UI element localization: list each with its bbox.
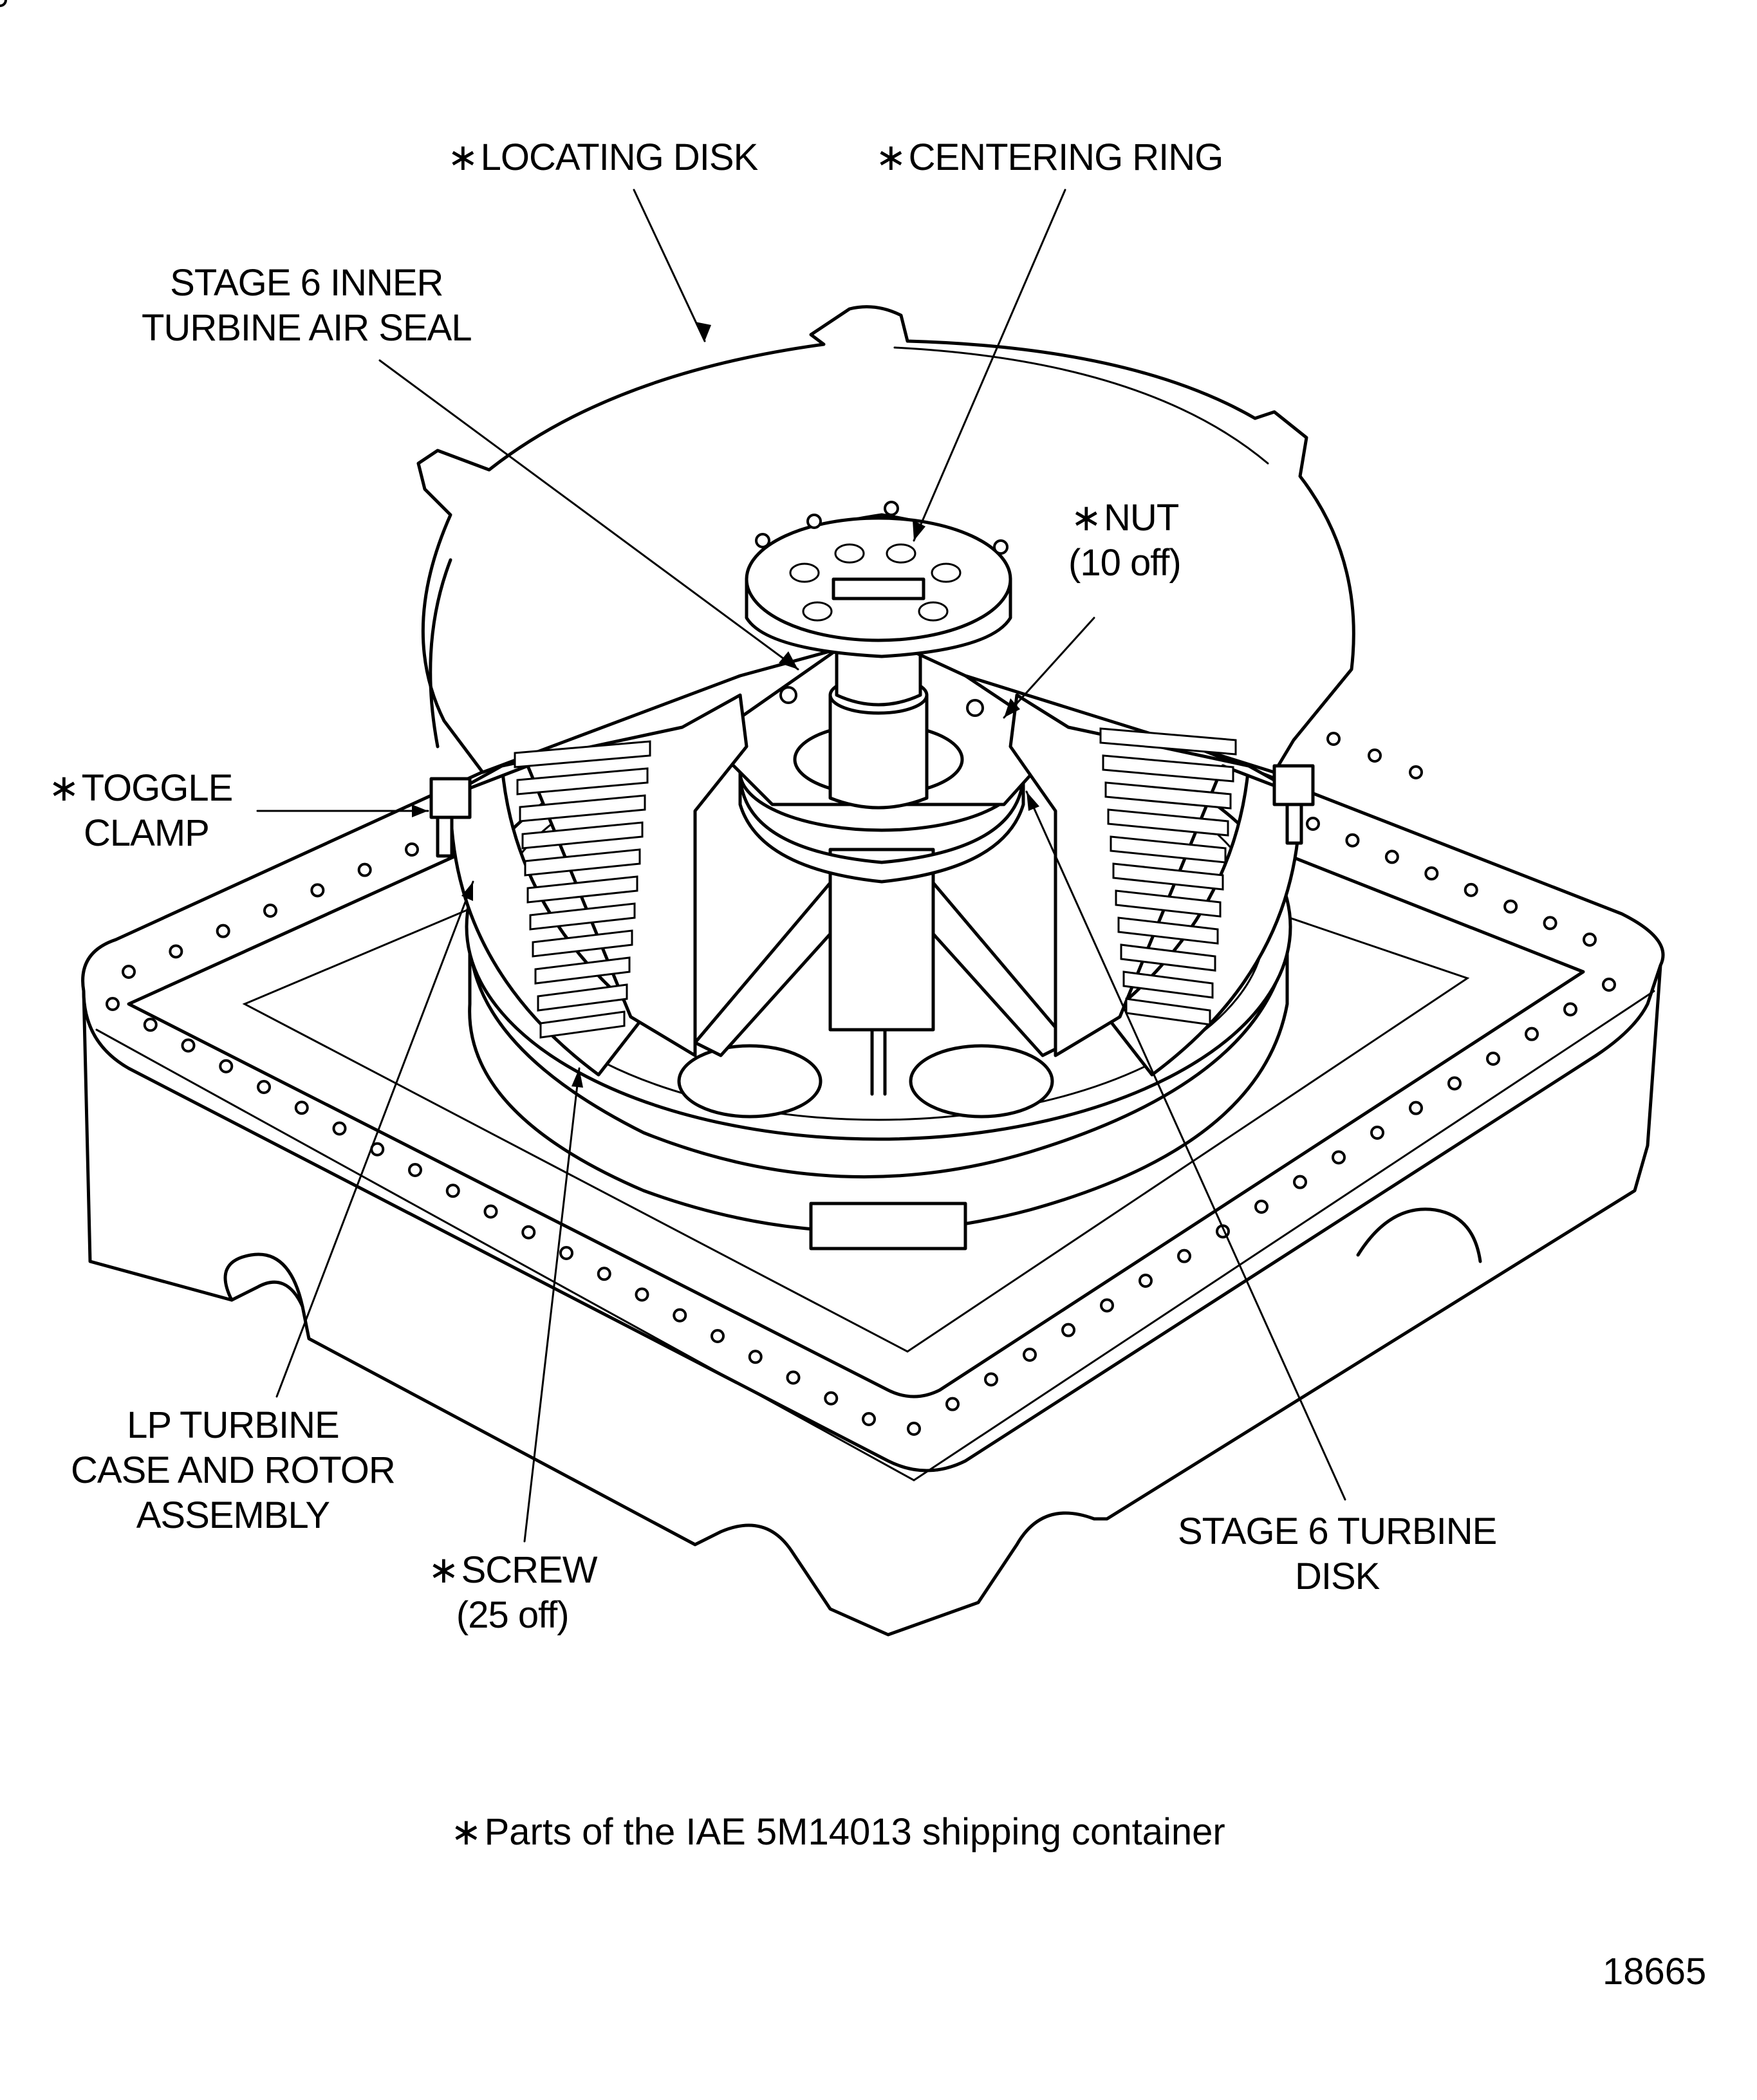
asterisk-icon: ∗	[451, 1811, 482, 1853]
asterisk-icon: ∗	[48, 767, 80, 809]
label-lp-turbine-case: LP TURBINE CASE AND ROTOR ASSEMBLY	[71, 1404, 396, 1536]
label-inner-air-seal: STAGE 6 INNER TURBINE AIR SEAL	[142, 262, 472, 349]
leader-lines	[256, 189, 1346, 1543]
label-centering-ring: ∗CENTERING RING	[875, 135, 1223, 180]
toggle-clamps	[429, 764, 1315, 858]
central-hub	[693, 597, 1070, 1057]
asterisk-icon: ∗	[428, 1549, 460, 1591]
label-toggle-clamp: ∗TOGGLE CLAMP	[48, 767, 233, 854]
label-nut: ∗NUT (10 off)	[1068, 497, 1182, 584]
centering-ring-assembly	[745, 501, 1012, 658]
figure-number: 18665	[1603, 1951, 1707, 1993]
label-stage6-turbine-disk: STAGE 6 TURBINE DISK	[1178, 1510, 1497, 1597]
asterisk-icon: ∗	[875, 136, 907, 178]
figure-caption: ∗Parts of the IAE 5M14013 shipping conta…	[451, 1811, 1225, 1853]
turbine-blade-stages	[514, 727, 1237, 1039]
asterisk-icon: ∗	[1070, 497, 1102, 539]
asterisk-icon: ∗	[447, 136, 479, 178]
label-locating-disk: ∗LOCATING DISK	[447, 135, 758, 180]
label-screw: ∗SCREW (25 off)	[428, 1549, 597, 1636]
